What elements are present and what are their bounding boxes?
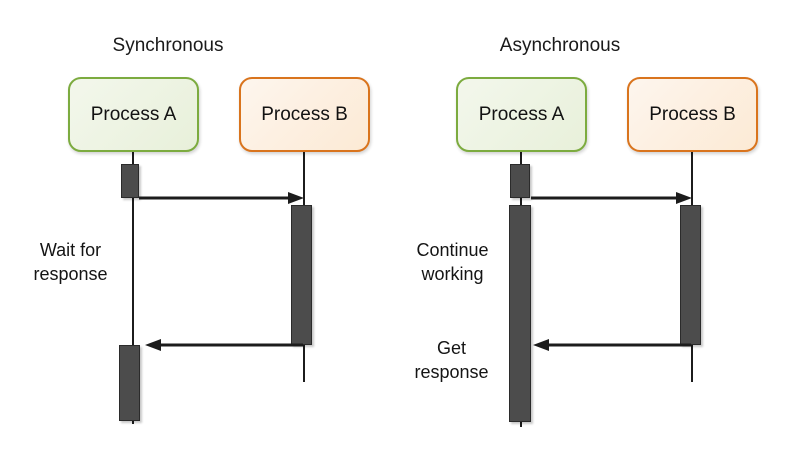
actor-sync-process-a[interactable]: Process A xyxy=(68,77,199,152)
lifeline-sync-process-a xyxy=(132,152,134,424)
activation-sync-a-resume xyxy=(119,345,140,421)
diagram-title-synchronous: Synchronous xyxy=(112,35,224,56)
actor-async-process-b[interactable]: Process B xyxy=(627,77,758,152)
actor-label: Process A xyxy=(478,103,565,125)
activation-async-a-request xyxy=(510,164,530,198)
activation-async-a-continue xyxy=(509,205,531,422)
actor-label: Process B xyxy=(649,103,736,125)
actor-label: Process B xyxy=(261,103,348,125)
activation-sync-a-request xyxy=(121,164,139,198)
annotation-async-get-response: Get response xyxy=(414,338,489,382)
diagram-title-asynchronous: Asynchronous xyxy=(499,35,621,56)
actor-async-process-a[interactable]: Process A xyxy=(456,77,587,152)
annotation-sync-wait-for-response: Wait for response xyxy=(33,240,108,284)
actor-label: Process A xyxy=(90,103,177,125)
actor-sync-process-b[interactable]: Process B xyxy=(239,77,370,152)
annotation-async-continue-working: Continue working xyxy=(416,240,489,284)
